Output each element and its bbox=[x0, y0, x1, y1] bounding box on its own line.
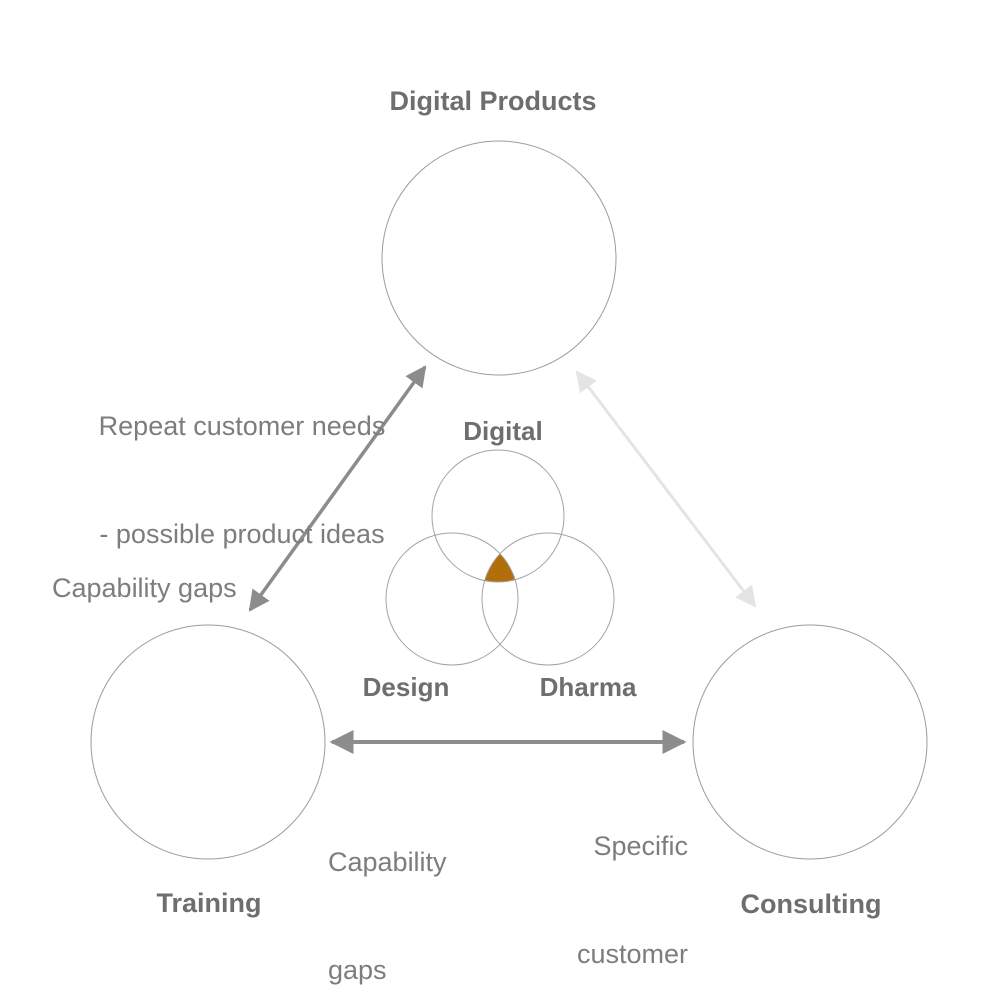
venn-intersection bbox=[482, 533, 518, 582]
repeat-customer-needs-line1: Repeat customer needs bbox=[98, 411, 386, 441]
venn-dharma-label: Dharma bbox=[539, 672, 637, 702]
venn-design-label: Design bbox=[362, 672, 450, 702]
venn-design-circle bbox=[385, 532, 519, 666]
capability-gaps-left-label: Capability gaps bbox=[52, 573, 237, 603]
specific-customer-needs-line1: Specific bbox=[593, 831, 688, 861]
digital-products-circle bbox=[381, 140, 617, 376]
training-label: Training bbox=[156, 888, 262, 918]
specific-customer-needs-label: Specific customer needs bbox=[577, 756, 688, 1000]
digital-products-label: Digital Products bbox=[389, 86, 597, 116]
capability-gaps-bottom-line1: Capability bbox=[328, 847, 447, 877]
repeat-customer-needs-line2: - possible product ideas bbox=[99, 519, 385, 549]
venn-digital-label: Digital bbox=[463, 416, 543, 446]
specific-customer-needs-line2: customer bbox=[576, 939, 688, 969]
venn-dharma-circle bbox=[481, 532, 615, 666]
capability-gaps-bottom-line2: gaps bbox=[328, 955, 387, 985]
capability-gaps-bottom-label: Capability gaps bbox=[328, 772, 447, 1000]
training-circle bbox=[90, 624, 326, 860]
consulting-label: Consulting bbox=[740, 889, 882, 919]
training-to-products-arrow bbox=[248, 365, 427, 612]
consulting-to-products-arrow bbox=[575, 370, 757, 608]
repeat-customer-needs-label: Repeat customer needs - possible product… bbox=[99, 336, 386, 624]
venn-digital-circle bbox=[431, 449, 565, 583]
consulting-circle bbox=[692, 624, 928, 860]
